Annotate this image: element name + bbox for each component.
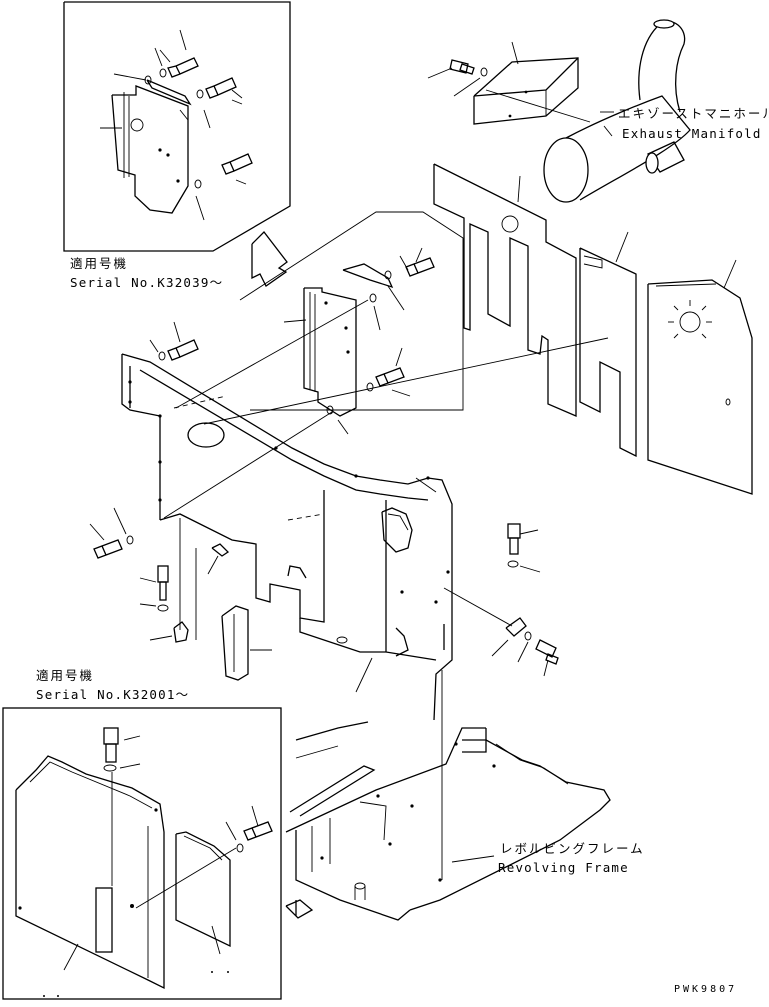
bolt-icon — [243, 821, 273, 841]
serial-bottom-label-en: Serial No.K32001～ — [36, 687, 190, 702]
serial-top-label-en: Serial No.K32039～ — [70, 275, 224, 290]
bolt-icon — [405, 257, 435, 277]
heat-shield-left — [433, 163, 577, 417]
exhaust-manifold — [427, 19, 691, 203]
heat-shield-right — [647, 259, 753, 495]
main-frame — [121, 89, 609, 880]
revolving-frame-label-jp: レボルビングフレーム — [500, 841, 645, 856]
bolt-icon — [167, 339, 199, 361]
bolt-icon — [221, 153, 253, 175]
serial-bottom-label-jp: 適用号機 — [36, 668, 95, 683]
right-fasteners — [491, 523, 559, 677]
inset-bottom-panel — [2, 707, 282, 1000]
bolt-icon — [157, 565, 169, 601]
serial-top-label-jp: 適用号機 — [70, 256, 129, 271]
revolving-frame — [285, 721, 611, 921]
bolt-icon — [93, 539, 123, 559]
bolt-icon — [507, 523, 521, 555]
inset-top-panel — [63, 1, 291, 252]
bolt-icon — [535, 639, 559, 665]
bolt-icon — [375, 367, 405, 387]
bracket-upper-left — [149, 321, 199, 361]
bolt-icon — [159, 49, 199, 78]
middle-detail-group — [239, 211, 464, 435]
exhaust-manifold-label-jp: エキゾーストマニホールド — [618, 106, 769, 121]
bolt-icon — [103, 727, 119, 763]
gasket-plate — [579, 231, 637, 458]
bolt-icon — [205, 77, 237, 99]
exhaust-manifold-label-en: Exhaust Manifold — [622, 126, 762, 141]
bolt-icon — [449, 59, 475, 75]
revolving-frame-label-en: Revolving Frame — [498, 860, 629, 875]
up-arrow-icon — [251, 231, 288, 287]
drawing-code: PWK9807 — [674, 984, 738, 995]
left-fasteners — [89, 507, 307, 681]
sun-hole-icon — [668, 300, 712, 339]
